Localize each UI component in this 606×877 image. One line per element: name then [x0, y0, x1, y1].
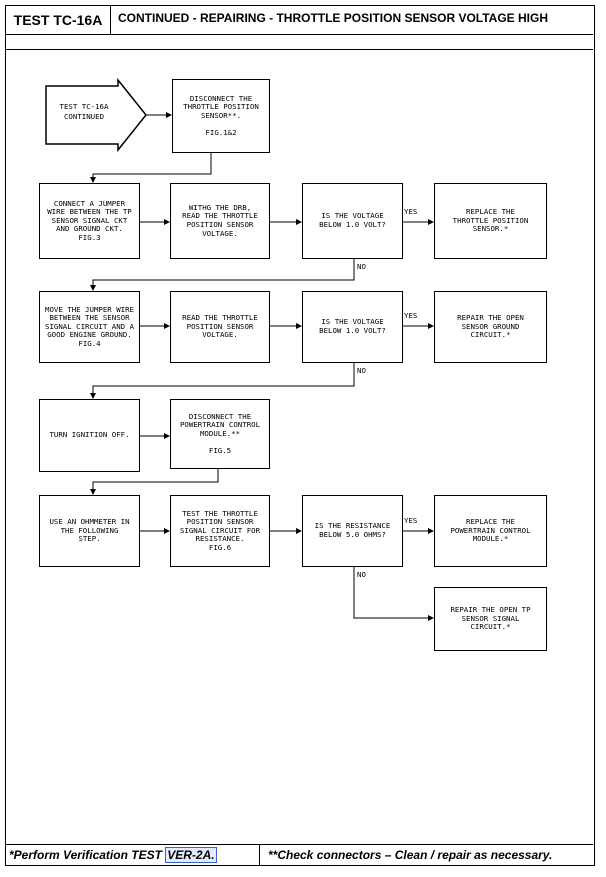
step-ignition-off: TURN IGNITION OFF.	[39, 399, 140, 472]
footer-bar: *Perform Verification TEST VER-2A. **Che…	[6, 844, 593, 866]
step-repair-ground: REPAIR THE OPEN SENSOR GROUND CIRCUIT.*	[434, 291, 547, 363]
step-read-drb: WITHG THE DRB, READ THE THROTTLE POSITIO…	[170, 183, 270, 259]
decision-voltage-1: IS THE VOLTAGE BELOW 1.0 VOLT?	[302, 183, 403, 259]
start-text: TEST TC-16A CONTINUED	[59, 102, 109, 121]
ver-2a-link[interactable]: VER-2A.	[165, 847, 217, 863]
footer-connectors-note: **Check connectors – Clean / repair as n…	[268, 848, 553, 862]
procedure-page: TEST TC-16A CONTINUED - REPAIRING - THRO…	[5, 5, 595, 866]
flowchart-connectors	[45, 77, 434, 621]
decision-voltage-2: IS THE VOLTAGE BELOW 1.0 VOLT?	[302, 291, 403, 363]
step-ohmmeter: USE AN OHMMETER IN THE FOLLOWING STEP.	[39, 495, 140, 567]
step-disconnect-pcm: DISCONNECT THE POWERTRAIN CONTROL MODULE…	[170, 399, 270, 469]
no-label: NO	[357, 570, 366, 579]
header-subband	[6, 36, 593, 50]
yes-label: YES	[404, 207, 418, 216]
step-move-jumper: MOVE THE JUMPER WIRE BETWEEN THE SENSOR …	[39, 291, 140, 363]
step-replace-pcm: REPLACE THE POWERTRAIN CONTROL MODULE.*	[434, 495, 547, 567]
connector	[90, 469, 219, 495]
yes-label: YES	[404, 311, 418, 320]
step-test-signal: TEST THE THROTTLE POSITION SENSOR SIGNAL…	[170, 495, 270, 567]
step-repair-signal: REPAIR THE OPEN TP SENSOR SIGNAL CIRCUIT…	[434, 587, 547, 651]
decision-resistance: IS THE RESISTANCE BELOW 5.0 OHMS?	[302, 495, 403, 567]
step-connect-jumper: CONNECT A JUMPER WIRE BETWEEN THE TP SEN…	[39, 183, 140, 259]
footer-verification-text: *Perform Verification TEST	[9, 848, 166, 862]
connector	[90, 362, 355, 399]
step-replace-tps: REPLACE THE THROTTLE POSITION SENSOR.*	[434, 183, 547, 259]
header-bar: TEST TC-16A CONTINUED - REPAIRING - THRO…	[6, 6, 593, 35]
no-label: NO	[357, 262, 366, 271]
connector	[353, 567, 434, 621]
yes-label: YES	[404, 516, 418, 525]
step-disconnect-tps: DISCONNECT THE THROTTLE POSITION SENSOR*…	[172, 79, 270, 153]
connector	[90, 153, 212, 183]
connector	[90, 258, 355, 291]
footer-verification: *Perform Verification TEST VER-2A.	[6, 845, 260, 866]
start-arrow-shape	[45, 77, 147, 153]
test-id: TEST TC-16A	[6, 6, 111, 34]
page-title: CONTINUED - REPAIRING - THROTTLE POSITIO…	[118, 11, 549, 25]
step-read-tps: READ THE THROTTLE POSITION SENSOR VOLTAG…	[170, 291, 270, 363]
no-label: NO	[357, 366, 366, 375]
